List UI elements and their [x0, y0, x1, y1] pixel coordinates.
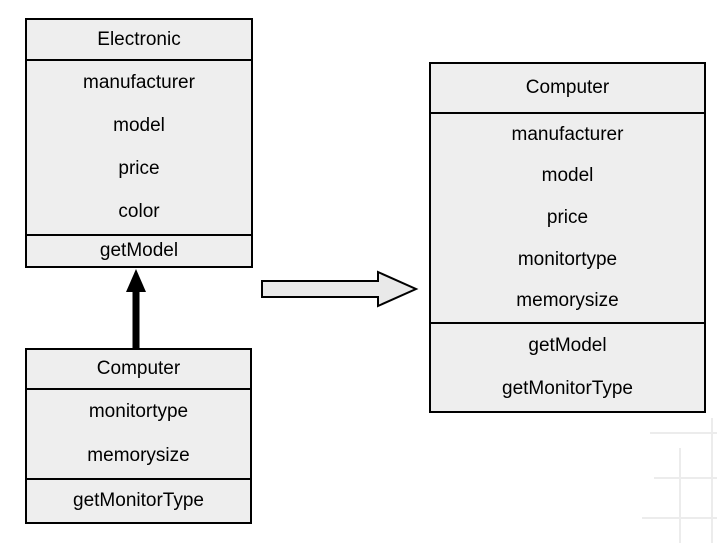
watermark-grid-line [650, 432, 717, 434]
class-title: Computer [27, 350, 250, 390]
class-member: getModel [528, 334, 607, 356]
class-member: memorysize [87, 445, 190, 466]
class-member: getMonitorType [502, 378, 633, 400]
class-title: Electronic [27, 20, 251, 61]
class-member: manufacturer [511, 123, 624, 145]
watermark-grid-line [711, 418, 713, 543]
class-member: monitortype [517, 248, 618, 270]
class-methods-section: getMonitorType [27, 480, 250, 522]
class-member: price [546, 206, 589, 228]
class-attributes-section: manufacturer model price color [27, 61, 251, 236]
watermark-grid-line [654, 477, 717, 479]
class-member: monitortype [88, 401, 189, 422]
class-member: manufacturer [83, 71, 195, 93]
class-methods-section: getModel [27, 236, 251, 266]
class-member: memorysize [516, 290, 619, 312]
class-attributes-section: manufacturer model price monitortype memorys… [431, 114, 704, 324]
class-member: getMonitorType [73, 490, 204, 511]
class-member: color [118, 201, 160, 223]
class-attributes-section: monitortype memorysize [27, 390, 250, 480]
class-box-computer-merged: Computer manufacturer model price monitorty… [429, 62, 706, 413]
class-member: price [118, 158, 160, 180]
inheritance-arrow-icon [126, 269, 146, 348]
watermark-grid-line [679, 448, 681, 543]
class-box-electronic: Electronic manufacturer model price color g… [25, 18, 253, 268]
watermark-grid-line [642, 517, 717, 519]
class-title: Computer [431, 64, 704, 114]
class-member: model [541, 165, 594, 187]
transform-arrow-icon [261, 270, 419, 308]
class-box-computer-child: Computer monitortype memorysize getMonito… [25, 348, 252, 524]
class-member: getModel [99, 240, 179, 261]
class-member: model [113, 114, 165, 136]
class-methods-section: getModel getMonitorType [431, 324, 704, 411]
